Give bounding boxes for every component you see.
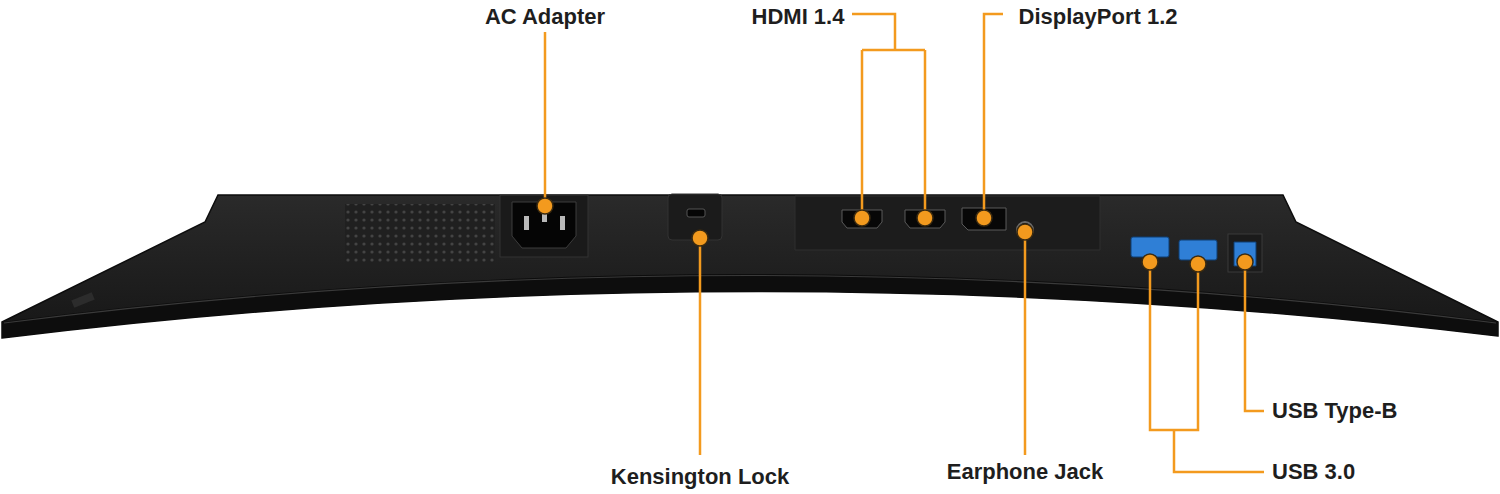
callout-dots bbox=[537, 198, 1253, 272]
callout-label: USB 3.0 bbox=[1272, 461, 1355, 483]
left-button bbox=[71, 292, 94, 308]
leader-line bbox=[699, 238, 702, 455]
displayport-port bbox=[962, 208, 1006, 230]
front-bezel bbox=[2, 274, 1498, 338]
callout-dot bbox=[537, 198, 553, 214]
leader-line bbox=[544, 32, 547, 206]
leader-line bbox=[984, 14, 1003, 218]
ac-pin bbox=[524, 216, 529, 230]
callout-dot bbox=[1237, 254, 1253, 270]
monitor-body bbox=[2, 195, 1498, 338]
usb-b-frame bbox=[1228, 234, 1262, 272]
callout-dot bbox=[976, 210, 992, 226]
callout-label: USB Type-B bbox=[1272, 400, 1398, 422]
callout-dot bbox=[854, 210, 870, 226]
leader-line bbox=[1024, 232, 1027, 455]
callout-label: DisplayPort 1.2 bbox=[1019, 6, 1178, 28]
hdmi-port bbox=[905, 210, 945, 228]
callout-label: HDMI 1.4 bbox=[752, 6, 845, 28]
callout-dot bbox=[1190, 256, 1206, 272]
callout-label: AC Adapter bbox=[485, 6, 605, 28]
callout-label: Earphone Jack bbox=[947, 461, 1104, 483]
callout-dot bbox=[1017, 224, 1033, 240]
callout-dot bbox=[1142, 254, 1158, 270]
leader-line bbox=[1245, 262, 1264, 411]
lock-slot bbox=[687, 209, 705, 217]
connector-panel bbox=[795, 196, 1100, 250]
ac-pin bbox=[560, 216, 565, 230]
callout-dot bbox=[692, 230, 708, 246]
leader-lines bbox=[545, 14, 1264, 472]
hdmi-port bbox=[842, 210, 882, 228]
ac-socket-frame bbox=[500, 195, 588, 257]
vent-grille bbox=[345, 204, 495, 266]
callout-label: Kensington Lock bbox=[611, 466, 789, 488]
leader-line bbox=[1150, 262, 1264, 472]
leader-line bbox=[852, 14, 925, 218]
callout-dot bbox=[917, 210, 933, 226]
bezel-highlight bbox=[4, 276, 1496, 324]
